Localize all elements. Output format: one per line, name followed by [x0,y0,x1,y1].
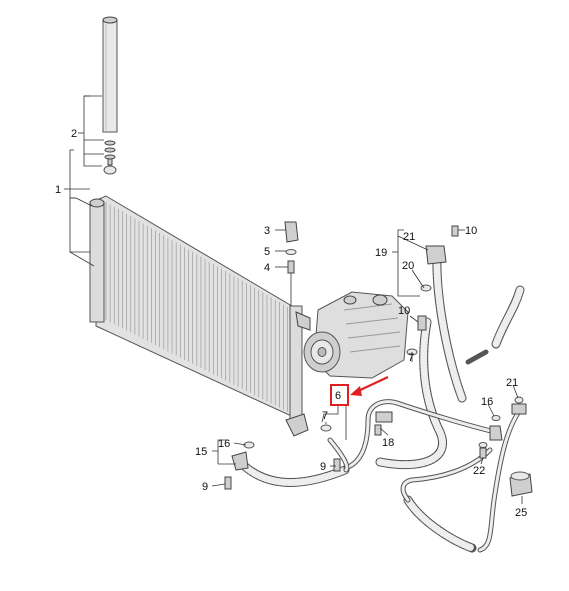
callout-16-left: 16 [218,438,230,450]
callout-10-top: 10 [465,225,477,237]
callout-18: 18 [382,437,394,449]
callout-15: 15 [195,446,207,458]
callout-labels: 1 2 3 5 4 10 21 19 20 10 7 6 7 16 15 9 9… [55,128,527,519]
callout-21-top: 21 [403,231,415,243]
callout-4: 4 [264,262,270,274]
callout-3: 3 [264,225,270,237]
callout-5: 5 [264,246,270,258]
compressor [303,291,409,379]
callout-6: 6 [335,390,341,402]
condenser [89,195,311,437]
callout-10-mid: 10 [398,305,410,317]
callout-7-right: 7 [408,352,414,364]
callout-19: 19 [375,247,387,259]
callout-9-mid: 9 [320,461,326,473]
callout-16-right: 16 [481,396,493,408]
drier-cartridge [102,16,118,175]
callout-22: 22 [473,465,485,477]
callout-25: 25 [515,507,527,519]
callout-20: 20 [402,260,414,272]
callout-9-left: 9 [202,481,208,493]
suction-hose [235,253,525,553]
callout-7-lower: 7 [322,410,328,422]
leader-lines [64,95,523,504]
callout-1: 1 [55,184,61,196]
callout-2: 2 [71,128,77,140]
highlight-part-6 [330,376,389,406]
callout-21-right: 21 [506,377,518,389]
pressure-sensor [284,221,299,274]
refrigerant-pipes [327,349,523,553]
